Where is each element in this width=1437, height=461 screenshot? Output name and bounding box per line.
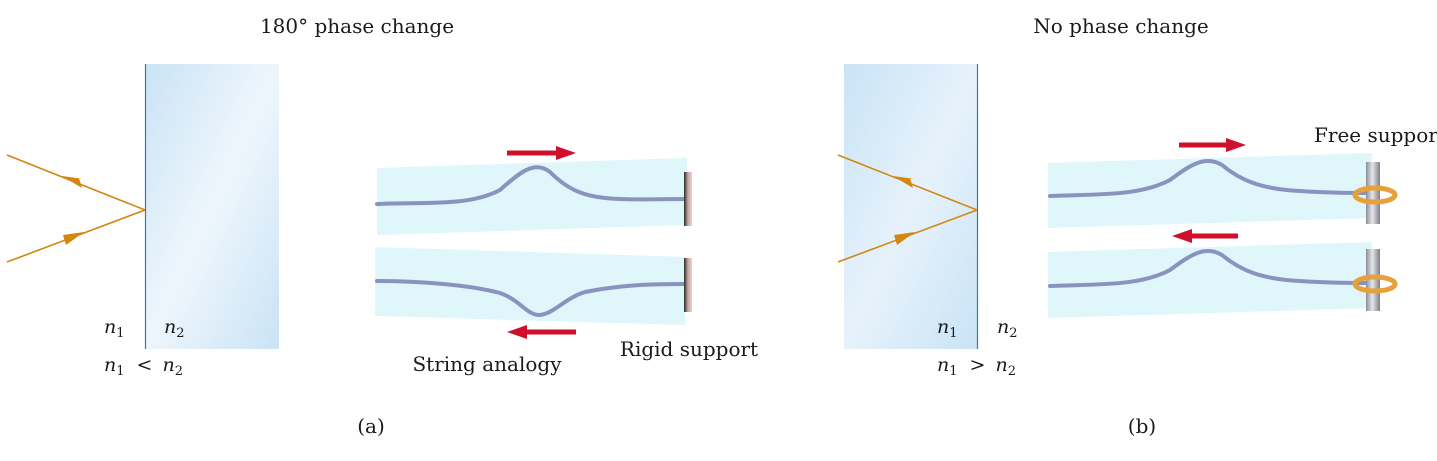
panel-a-title: 180° phase change bbox=[260, 14, 454, 38]
index-relation: n1<n2 bbox=[104, 354, 183, 379]
string-analogy-caption: String analogy bbox=[412, 352, 562, 376]
panel-b: No phase change n1 n2 n1>n2 bbox=[837, 14, 1437, 438]
support-rod bbox=[1366, 162, 1380, 224]
light-rays bbox=[6, 154, 146, 263]
string-band bbox=[375, 247, 685, 325]
panel-b-title: No phase change bbox=[1033, 14, 1209, 38]
rigid-support-wall bbox=[684, 172, 692, 226]
string-band bbox=[1048, 242, 1372, 318]
light-rays bbox=[837, 154, 978, 263]
medium-n2-slab bbox=[145, 64, 279, 349]
rigid-support-caption: Rigid support bbox=[620, 337, 758, 361]
arrow-left-icon bbox=[1172, 229, 1192, 243]
string-pulse-up bbox=[1048, 159, 1370, 198]
incident-ray-arrowhead bbox=[63, 232, 84, 245]
n2-label: n2 bbox=[997, 316, 1018, 341]
reflected-ray-arrowhead bbox=[62, 176, 84, 188]
string-pulse-down bbox=[375, 279, 687, 317]
string-lower-a bbox=[375, 247, 692, 339]
n2-label: n2 bbox=[164, 316, 185, 341]
support-rod bbox=[1366, 249, 1380, 311]
free-support-caption: Free support bbox=[1314, 123, 1437, 147]
index-relation: n1>n2 bbox=[937, 354, 1016, 379]
string-upper-b bbox=[1048, 138, 1398, 228]
n1-label: n1 bbox=[937, 316, 958, 341]
string-band bbox=[1048, 153, 1372, 228]
reflected-ray-arrowhead bbox=[893, 176, 915, 188]
arrow-right-icon bbox=[1226, 138, 1246, 152]
panel-a: 180° phase change n1 n2 n1<n2 bbox=[6, 14, 758, 438]
arrow-left-icon bbox=[507, 325, 527, 339]
string-lower-b bbox=[1048, 229, 1398, 318]
string-pulse-up bbox=[375, 165, 687, 206]
string-pulse-up bbox=[1048, 249, 1370, 288]
n1-label: n1 bbox=[104, 316, 125, 341]
medium-n1-slab bbox=[844, 64, 978, 349]
string-band bbox=[377, 158, 687, 235]
incident-ray-arrowhead bbox=[894, 232, 915, 245]
panel-a-label: (a) bbox=[357, 414, 385, 438]
panel-b-label: (b) bbox=[1128, 414, 1156, 438]
arrow-right-icon bbox=[556, 146, 576, 160]
string-upper-a bbox=[375, 146, 692, 235]
free-ring-icon bbox=[1352, 274, 1398, 294]
free-ring-icon bbox=[1352, 185, 1398, 205]
rigid-support-wall bbox=[684, 258, 692, 312]
